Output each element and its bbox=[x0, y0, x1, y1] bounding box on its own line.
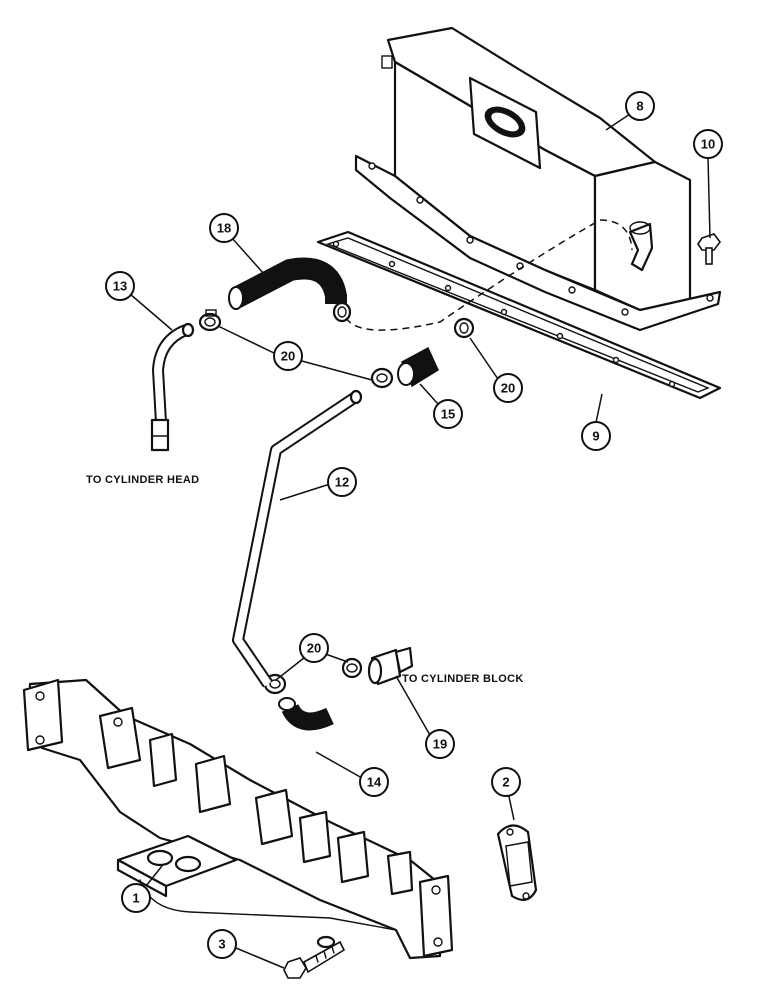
part-12-tube bbox=[232, 389, 363, 688]
svg-text:9: 9 bbox=[592, 429, 599, 444]
svg-text:20: 20 bbox=[307, 641, 321, 656]
svg-text:14: 14 bbox=[367, 775, 382, 790]
callout-18: 18 bbox=[209, 213, 239, 243]
part-2-gasket bbox=[496, 824, 538, 901]
svg-text:20: 20 bbox=[501, 381, 515, 396]
callout-15: 15 bbox=[433, 399, 463, 429]
part-15-sleeve bbox=[397, 346, 439, 388]
callout-9: 9 bbox=[581, 421, 611, 451]
part-1-manifold bbox=[22, 678, 454, 960]
callout-2: 2 bbox=[491, 767, 521, 797]
svg-text:19: 19 bbox=[433, 737, 447, 752]
part-19-fitting bbox=[367, 646, 414, 686]
part-3-bolt bbox=[283, 940, 346, 979]
callout-20c: 20 bbox=[299, 633, 329, 663]
callout-10: 10 bbox=[693, 129, 723, 159]
svg-text:12: 12 bbox=[335, 475, 349, 490]
callout-19: 19 bbox=[425, 729, 455, 759]
part-8-housing bbox=[354, 26, 722, 332]
callout-20b: 20 bbox=[493, 373, 523, 403]
part-20-clamps bbox=[198, 301, 475, 695]
callout-20a: 20 bbox=[273, 341, 303, 371]
svg-text:15: 15 bbox=[441, 407, 455, 422]
svg-text:20: 20 bbox=[281, 349, 295, 364]
svg-text:18: 18 bbox=[217, 221, 231, 236]
svg-text:1: 1 bbox=[132, 891, 139, 906]
callout-8: 8 bbox=[625, 91, 655, 121]
callout-12: 12 bbox=[327, 467, 357, 497]
callout-14: 14 bbox=[359, 767, 389, 797]
part-9-gasket bbox=[316, 230, 722, 400]
note-to-cylinder-head: TO CYLINDER HEAD bbox=[86, 474, 199, 486]
svg-text:10: 10 bbox=[701, 137, 715, 152]
note-to-cylinder-block: TO CYLINDER BLOCK bbox=[402, 673, 524, 685]
callout-13: 13 bbox=[105, 271, 135, 301]
svg-text:2: 2 bbox=[502, 775, 509, 790]
part-14-hose bbox=[278, 697, 334, 731]
callout-1: 1 bbox=[121, 883, 151, 913]
svg-text:8: 8 bbox=[636, 99, 643, 114]
part-13-tube bbox=[150, 322, 195, 452]
routing-dashed-line bbox=[345, 219, 633, 331]
svg-text:3: 3 bbox=[218, 937, 225, 952]
svg-text:13: 13 bbox=[113, 279, 127, 294]
callout-3: 3 bbox=[207, 929, 237, 959]
part-18-hose bbox=[228, 257, 347, 310]
part-10-bolt bbox=[697, 233, 721, 265]
